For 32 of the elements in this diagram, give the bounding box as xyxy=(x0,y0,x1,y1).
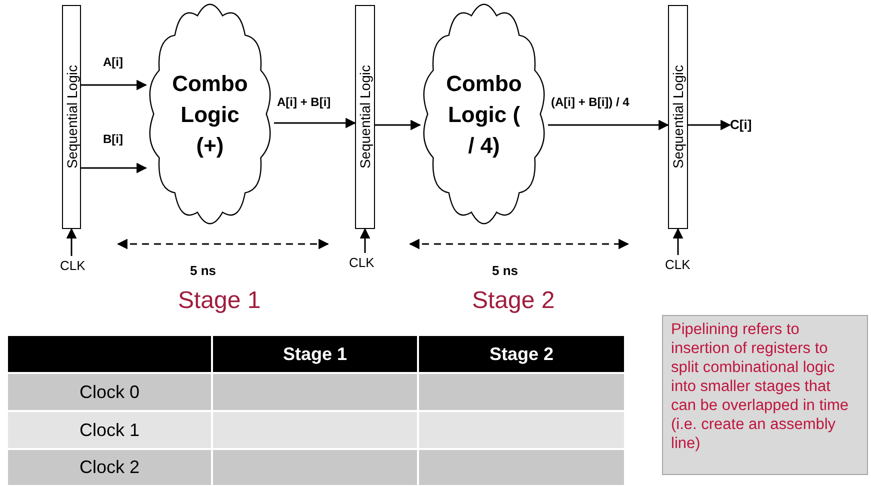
stage-title: Stage 1 xyxy=(178,287,261,315)
edge-label: B[i] xyxy=(103,132,123,146)
row-header: Clock 0 xyxy=(7,373,212,411)
column-header: Stage 2 xyxy=(418,335,625,373)
signal-label: CLK xyxy=(665,257,699,273)
arrow xyxy=(81,80,148,90)
edge-label: A[i] + B[i] xyxy=(277,95,331,109)
column-header: Stage 1 xyxy=(212,335,418,373)
signal-label: C[i] xyxy=(730,117,762,133)
register-box: Sequential Logic xyxy=(668,5,688,229)
signal-label: CLK xyxy=(60,258,94,274)
duration-label: 5 ns xyxy=(492,263,518,278)
arrow xyxy=(274,118,356,128)
logic-label: Combo Logic (+) xyxy=(172,70,248,160)
edge-label: A[i] xyxy=(103,55,123,69)
note-box: Pipelining refers to insertion of registers to split combinational logic into smaller stages that can be overlapped in time (i.e. create an assembly line) xyxy=(662,315,868,475)
arrow xyxy=(360,228,370,253)
arrow xyxy=(81,162,148,174)
register-box: Sequential Logic xyxy=(62,5,81,229)
logic-label: Combo Logic ( / 4) xyxy=(446,70,522,160)
arrow xyxy=(688,120,732,130)
signal-label: CLK xyxy=(349,255,383,271)
stage-title: Stage 2 xyxy=(472,287,555,315)
duration-label: 5 ns xyxy=(190,263,216,278)
register-box: Sequential Logic xyxy=(355,5,375,229)
edge-label: (A[i] + B[i]) / 4 xyxy=(551,95,630,109)
arrow xyxy=(672,228,684,255)
arrow xyxy=(375,120,422,130)
row-header: Clock 2 xyxy=(7,449,212,486)
arrow xyxy=(548,120,670,130)
arrow xyxy=(66,228,77,256)
row-header: Clock 1 xyxy=(7,411,212,449)
